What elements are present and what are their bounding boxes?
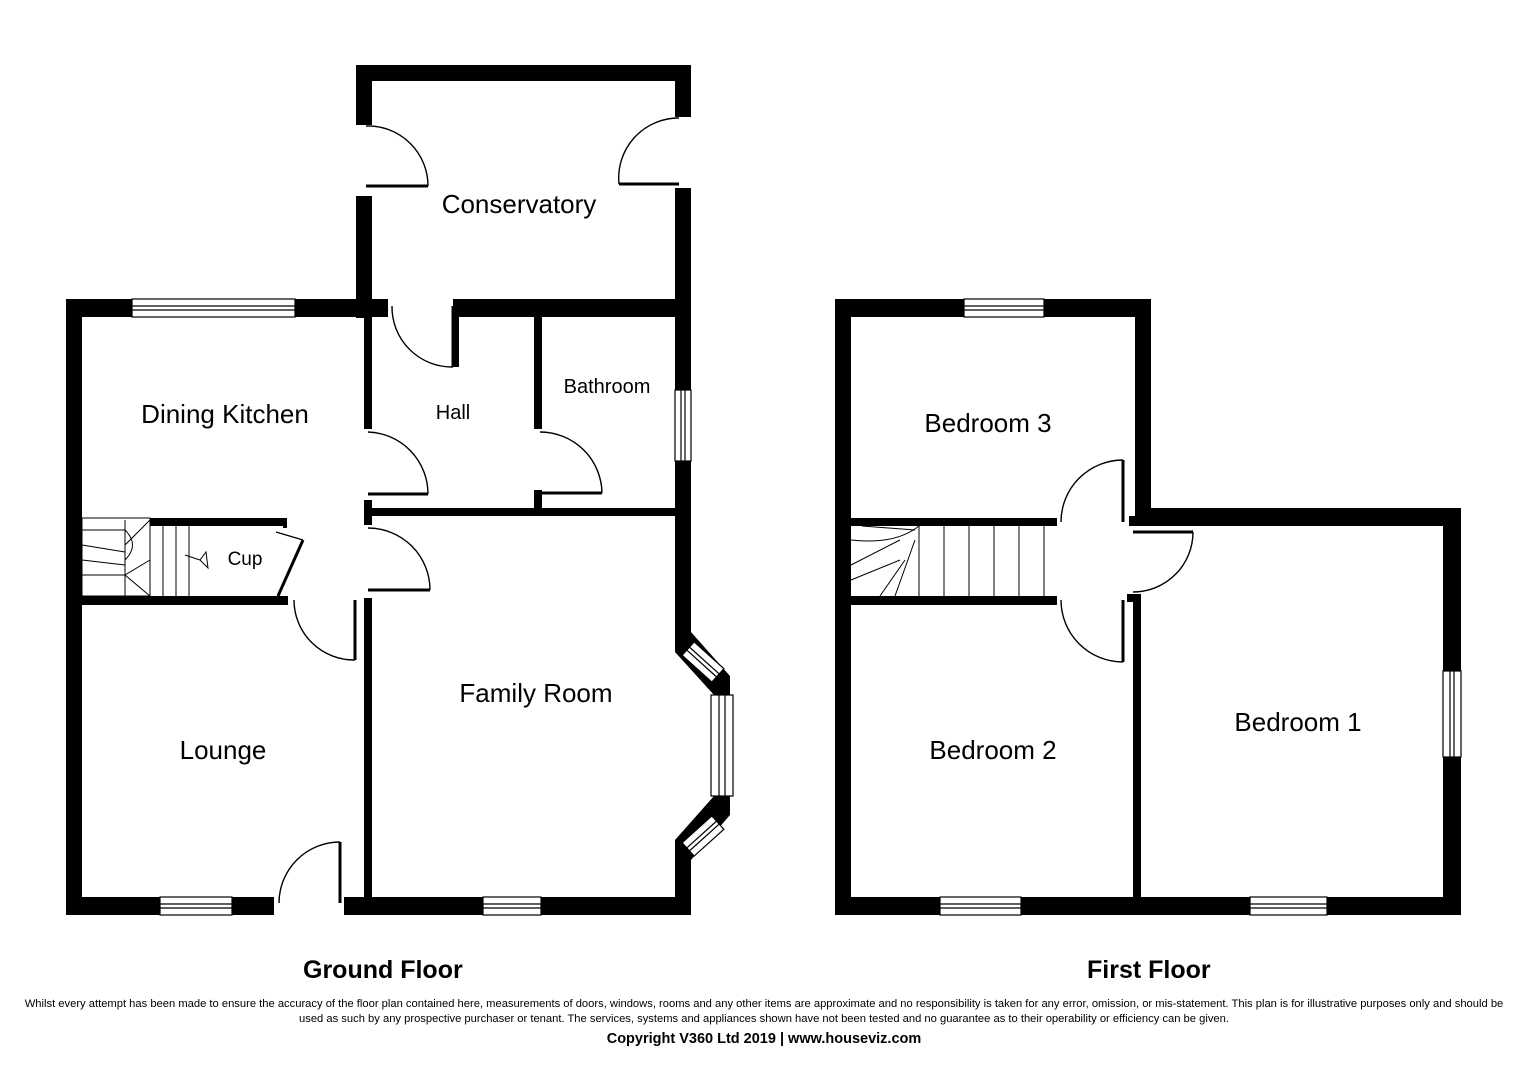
door-dining-kitchen xyxy=(367,431,429,496)
ground-wall-top-right xyxy=(459,299,691,317)
label-bedroom-1: Bedroom 1 xyxy=(1234,707,1361,737)
window-bay-bottom xyxy=(681,815,725,857)
door-bedroom-2 xyxy=(1060,599,1125,663)
first-floor-windows xyxy=(939,298,1462,916)
window-bedroom-1-bottom xyxy=(1249,896,1328,916)
window-dining-kitchen xyxy=(131,298,296,318)
door-cupboard xyxy=(275,531,305,597)
window-bedroom-3 xyxy=(963,298,1045,318)
door-front xyxy=(278,841,342,904)
bedroom1-wall-left xyxy=(1133,594,1141,898)
conservatory-wall-right-lower xyxy=(675,188,691,318)
conservatory-wall-right-upper xyxy=(675,65,691,117)
first-wall-bottom xyxy=(835,897,1461,915)
bedroom1-jamb xyxy=(1127,594,1141,602)
ground-floor-windows xyxy=(131,298,734,916)
hall-door-jamb xyxy=(453,299,459,367)
first-wall-step-top xyxy=(1135,508,1461,526)
first-floor-doors xyxy=(1060,459,1194,663)
door-bedroom-3 xyxy=(1060,459,1125,523)
family-room-wall-top xyxy=(364,508,691,516)
door-family-room xyxy=(367,527,431,592)
window-bedroom-2 xyxy=(939,896,1022,916)
window-bathroom xyxy=(674,389,692,462)
copyright-text: Copyright V360 Ltd 2019 | www.houseviz.c… xyxy=(606,1031,922,1047)
ground-wall-left xyxy=(66,299,82,915)
room-labels: Conservatory Dining Kitchen Hall Bathroo… xyxy=(141,189,1361,765)
bathroom-wall-left-lower xyxy=(534,490,542,510)
first-wall-left xyxy=(835,299,851,915)
ground-floor-plan xyxy=(66,65,730,915)
label-cupboard: Cup xyxy=(228,549,263,570)
first-wall-step-vertical xyxy=(1135,299,1151,518)
bedroom2-wall-top xyxy=(851,596,1057,605)
ground-floor-title: Ground Floor xyxy=(303,956,463,984)
label-bedroom-3: Bedroom 3 xyxy=(924,408,1051,438)
bedroom3-wall-right-stub xyxy=(1129,516,1137,526)
ground-wall-right-lower xyxy=(675,855,691,915)
door-conservatory-left xyxy=(365,125,429,188)
label-conservatory: Conservatory xyxy=(442,189,597,219)
stairs-wall-bottom xyxy=(82,596,288,605)
window-bay-top xyxy=(681,641,725,683)
label-bathroom: Bathroom xyxy=(564,376,651,398)
window-bay-centre xyxy=(710,694,734,797)
ground-floor-doors xyxy=(275,117,680,904)
first-floor-plan xyxy=(835,299,1461,915)
window-family-room xyxy=(482,896,542,916)
first-floor-title: First Floor xyxy=(1087,956,1211,984)
stairs-wall-top xyxy=(150,518,283,526)
conservatory-wall-top xyxy=(356,65,691,81)
label-dining-kitchen: Dining Kitchen xyxy=(141,399,309,429)
hall-wall-left-upper xyxy=(364,299,372,429)
ground-wall-right-upper xyxy=(675,299,691,641)
bathroom-wall-left-upper xyxy=(534,317,542,429)
label-hall: Hall xyxy=(436,402,470,424)
door-lounge xyxy=(293,599,357,661)
door-hall-conservatory xyxy=(391,305,455,368)
label-bedroom-2: Bedroom 2 xyxy=(929,735,1056,765)
first-floor-stairs xyxy=(850,525,1045,597)
ground-floor-stairs xyxy=(81,517,209,597)
hall-wall-left-lower xyxy=(364,598,372,898)
label-family-room: Family Room xyxy=(459,678,612,708)
cupboard-wall-right xyxy=(283,518,287,528)
door-bedroom-1 xyxy=(1132,530,1194,593)
bedroom3-wall-bottom xyxy=(851,518,1057,526)
disclaimer-text: Whilst every attempt has been made to en… xyxy=(24,998,1504,1025)
conservatory-wall-left-upper xyxy=(356,65,372,125)
conservatory-wall-left-lower xyxy=(356,196,372,318)
door-bathroom xyxy=(539,431,603,495)
label-lounge: Lounge xyxy=(180,735,267,765)
window-bedroom-1-side xyxy=(1442,670,1462,758)
door-conservatory-right xyxy=(618,117,680,186)
window-lounge xyxy=(159,896,233,916)
